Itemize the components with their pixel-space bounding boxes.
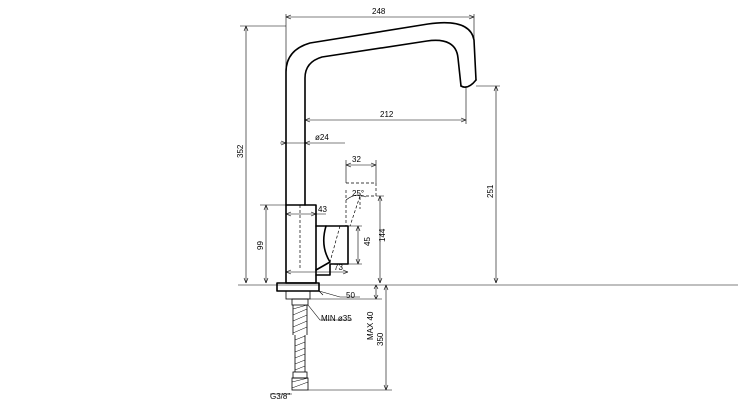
label-350: 350 — [376, 332, 385, 346]
dim-lever-angle: 25° — [345, 189, 367, 201]
dim-total-height: 352 — [236, 25, 286, 284]
dim-total-width: 248 — [285, 7, 475, 72]
dim-spout-reach: 212 — [304, 86, 467, 124]
label-212: 212 — [380, 110, 394, 119]
spout-inner — [304, 39, 462, 206]
dim-lever-block-height: 45 — [348, 225, 372, 265]
label-248: 248 — [372, 7, 386, 16]
faucet-outline — [276, 21, 477, 300]
dim-pipe-diameter: ø24 — [280, 133, 345, 146]
label-25deg: 25° — [352, 189, 364, 198]
label-thread: G3/8" — [270, 392, 290, 401]
label-73: 73 — [334, 263, 343, 272]
dim-base-width: 50 — [318, 290, 360, 300]
spout-outer — [285, 21, 477, 206]
mount-nut — [285, 290, 311, 300]
dim-spout-height: 251 — [476, 85, 500, 284]
spout-tip — [460, 79, 477, 88]
supply-hose — [291, 298, 309, 391]
label-32: 32 — [352, 155, 361, 164]
dim-body-front: 73 — [285, 263, 349, 275]
dim-hose-length: 350 — [308, 284, 392, 391]
label-352: 352 — [236, 144, 245, 158]
label-max40: MAX 40 — [366, 311, 375, 340]
dim-max-deck: MAX 40 — [310, 284, 382, 340]
dim-body-depth: 43 — [285, 205, 327, 217]
dim-lever-height: 144 — [376, 195, 387, 284]
dim-lever-width: 32 — [345, 155, 377, 183]
lever-block — [315, 225, 331, 271]
label-144: 144 — [378, 228, 387, 242]
label-d24: ø24 — [315, 133, 329, 142]
label-45: 45 — [363, 237, 372, 246]
label-50: 50 — [346, 291, 355, 300]
dim-thread: G3/8" — [270, 392, 292, 401]
lever-handle — [315, 225, 349, 276]
label-min-d35: MIN ø35 — [321, 314, 352, 323]
base-plate — [276, 282, 320, 292]
label-251: 251 — [486, 184, 495, 198]
label-99: 99 — [256, 241, 265, 250]
dim-body-height: 99 — [256, 204, 286, 284]
dim-min-hole: MIN ø35 — [307, 304, 352, 323]
label-43: 43 — [318, 205, 327, 214]
faucet-body — [285, 204, 317, 284]
